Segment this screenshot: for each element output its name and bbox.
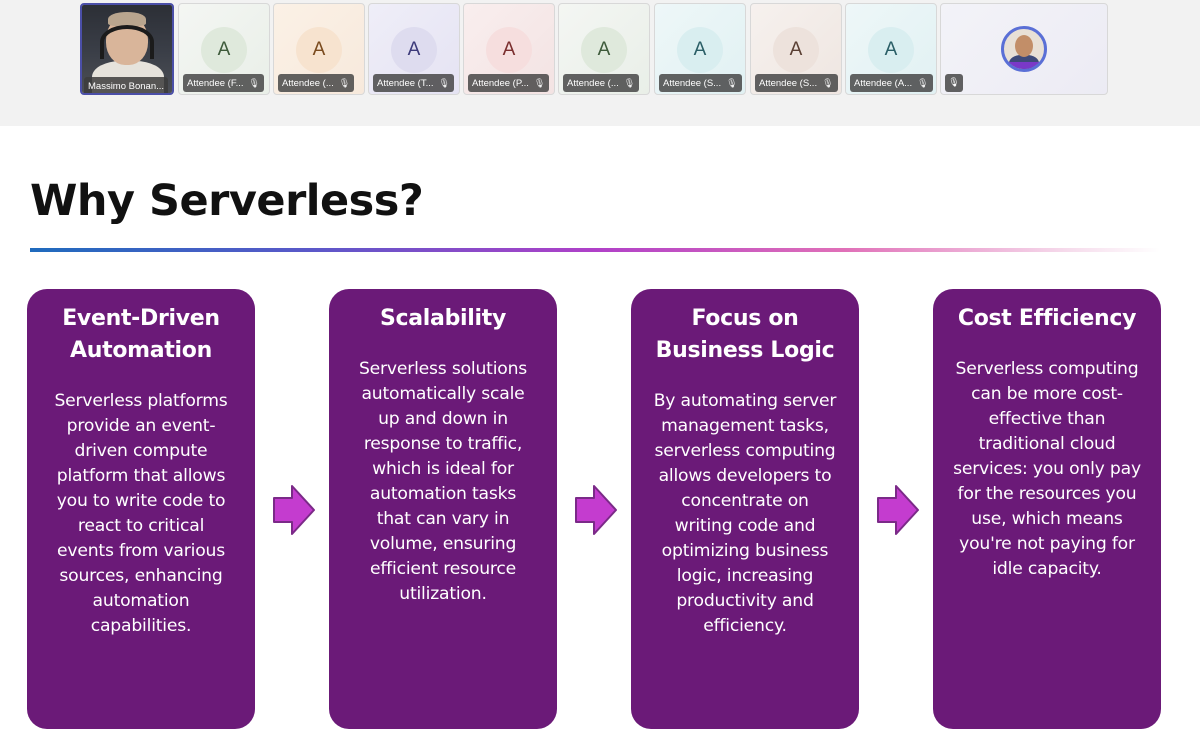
attendee-name: Attendee (S... [663, 77, 722, 89]
attendee-name: Attendee (P... [472, 77, 529, 89]
presenter-hair [108, 12, 146, 26]
right-arrow-icon [575, 485, 617, 535]
card-cost-efficiency: Cost Efficiency Serverless computing can… [933, 289, 1161, 729]
attendee-avatar: A [201, 27, 247, 73]
card-body: Serverless solutions automatically scale… [358, 359, 528, 604]
card-scalability: Scalability Serverless solutions automat… [329, 289, 557, 729]
attendee-avatar: A [581, 27, 627, 73]
mic-off-icon: 🎙 [533, 77, 546, 88]
attendee-name-chip: Attendee (T... 🎙 [373, 74, 454, 92]
card-title: Cost Efficiency [957, 306, 1137, 331]
attendee-name: Attendee (F... [187, 77, 244, 89]
attendee-name-chip: Attendee (S... 🎙 [755, 74, 838, 92]
attendee-name: Attendee (S... [759, 77, 818, 89]
attendee-tile[interactable]: A Attendee (F... 🎙 [178, 3, 270, 95]
attendee-tile[interactable]: A Attendee (P... 🎙 [463, 3, 555, 95]
right-arrow-icon [877, 485, 919, 535]
headset-icon [100, 25, 154, 59]
attendee-avatar: A [486, 27, 532, 73]
card-title: Scalability [379, 306, 507, 331]
attendee-tile[interactable]: A Attendee (S... 🎙 [750, 3, 842, 95]
host-tile[interactable]: 🎙 [940, 3, 1108, 95]
mic-off-icon: 🎙 [917, 77, 929, 88]
attendee-avatar: A [677, 27, 723, 73]
attendee-tile[interactable]: A Attendee (... 🎙 [273, 3, 365, 95]
mic-off-icon: 🎙 [822, 77, 834, 88]
attendee-name-chip: Attendee (P... 🎙 [468, 74, 550, 92]
attendee-tile[interactable]: A Attendee (S... 🎙 [654, 3, 746, 95]
attendee-avatar: A [296, 27, 342, 73]
participant-strip: Massimo Bonan... A Attendee (F... 🎙 A Att… [0, 0, 1200, 126]
attendee-tile[interactable]: A Attendee (A... 🎙 [845, 3, 937, 95]
attendee-tile[interactable]: A Attendee (... 🎙 [558, 3, 650, 95]
card-body: Serverless computing can be more cost- e… [953, 359, 1141, 579]
attendee-avatar: A [868, 27, 914, 73]
title-gradient-rule [30, 248, 1160, 252]
card-focus-on-business-logic: Focus on Business Logic By automating se… [631, 289, 859, 729]
attendee-name: Attendee (... [282, 77, 334, 89]
attendee-name-chip: Attendee (A... 🎙 [850, 74, 933, 92]
attendee-name-chip: Attendee (... 🎙 [563, 74, 640, 92]
card-body: Serverless platforms provide an event- d… [54, 391, 228, 636]
mic-off-icon: 🎙 [248, 77, 260, 88]
attendee-avatar: A [773, 27, 819, 73]
card-event-driven-automation: Event-Driven Automation Serverless platf… [27, 289, 255, 729]
host-photo-avatar [1001, 26, 1047, 72]
attendee-tile[interactable]: A Attendee (T... 🎙 [368, 3, 460, 95]
attendee-name: Attendee (T... [377, 77, 434, 89]
mic-off-icon: 🎙 [945, 74, 963, 92]
attendee-name-chip: Attendee (... 🎙 [278, 74, 355, 92]
mic-off-icon: 🎙 [438, 77, 450, 88]
attendee-avatar: A [391, 27, 437, 73]
card-title: Focus on Business Logic [655, 306, 835, 363]
attendee-name-chip: Attendee (S... 🎙 [659, 74, 742, 92]
presenter-video-tile[interactable]: Massimo Bonan... [80, 3, 174, 95]
presenter-name: Massimo Bonan... [88, 80, 165, 92]
card-body: By automating server management tasks, s… [653, 391, 837, 636]
attendee-name: Attendee (A... [854, 77, 913, 89]
attendee-name: Attendee (... [567, 77, 619, 89]
mic-off-icon: 🎙 [338, 77, 351, 88]
card-title: Event-Driven Automation [62, 306, 220, 363]
attendee-name-chip: Attendee (F... 🎙 [183, 74, 264, 92]
presenter-name-chip: Massimo Bonan... [84, 77, 169, 93]
right-arrow-icon [273, 485, 315, 535]
slide-title: Why Serverless? [30, 176, 424, 226]
mic-off-icon: 🎙 [623, 77, 636, 88]
mic-off-icon: 🎙 [726, 77, 738, 88]
